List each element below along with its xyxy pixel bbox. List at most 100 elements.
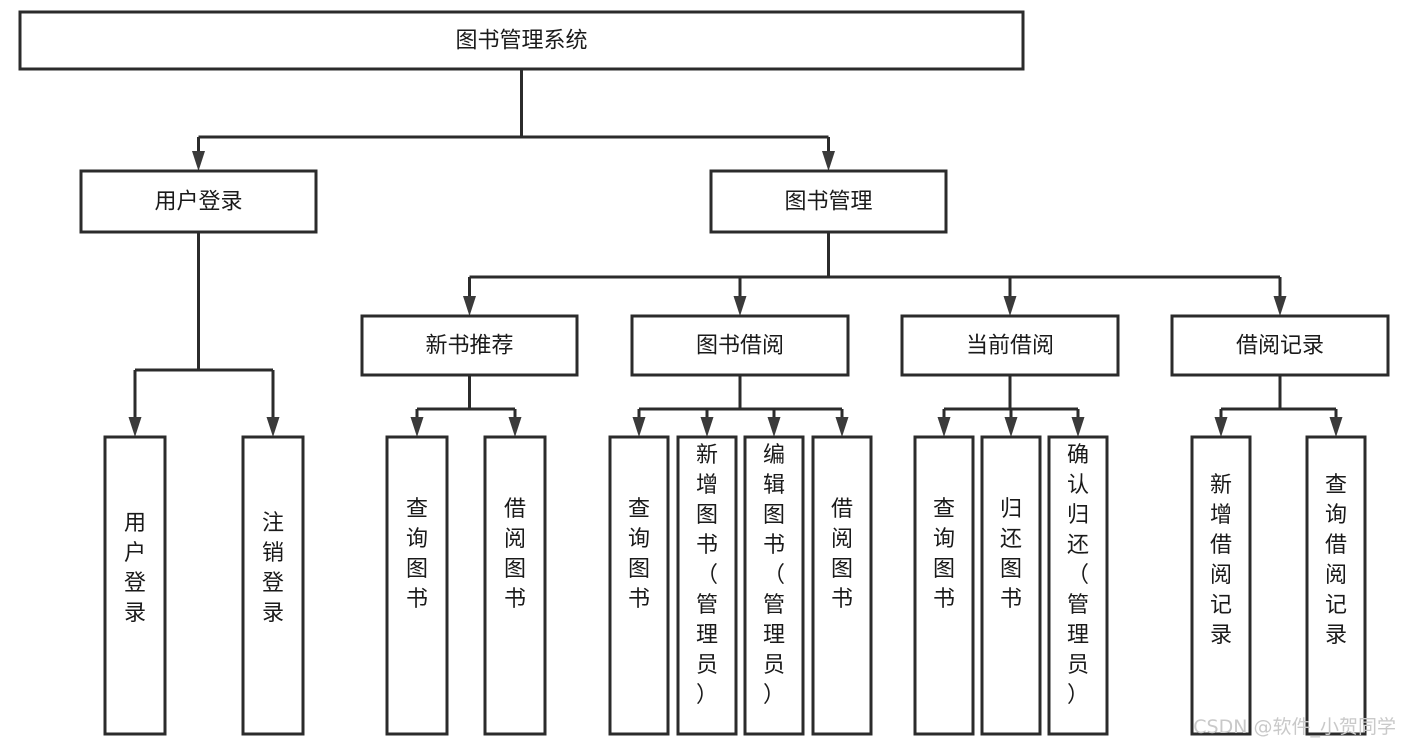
node-box-leaf-query-book-1 — [385, 435, 449, 736]
node-label-leaf-return-book-char-2: 图 — [1000, 557, 1022, 582]
node-box-user-login — [79, 169, 318, 234]
arrow-head-leaf-add-borrow-record — [1214, 417, 1228, 437]
node-label-leaf-borrow-book-1-char-0: 借 — [504, 497, 526, 522]
node-label-leaf-edit-book-admin-char-8: ） — [763, 683, 785, 708]
node-label-leaf-add-borrow-record-char-2: 借 — [1210, 533, 1232, 558]
node-label-leaf-query-book-1-char-0: 查 — [406, 497, 428, 522]
node-label-leaf-user-login-char-3: 录 — [124, 601, 146, 626]
arrow-head-leaf-add-book-admin — [700, 417, 714, 437]
node-label-leaf-return-book-char-1: 还 — [1000, 527, 1022, 552]
node-label-leaf-edit-book-admin-char-3: 书 — [763, 533, 785, 558]
node-label-leaf-add-book-admin-char-6: 理 — [696, 623, 718, 648]
node-label-leaf-user-login-char-2: 登 — [124, 571, 146, 596]
node-root[interactable]: 图书管理系统 — [18, 10, 1025, 71]
node-book-borrow[interactable]: 图书借阅 — [630, 314, 850, 377]
arrow-head-leaf-query-book-2 — [632, 417, 646, 437]
node-box-leaf-borrow-book-1 — [483, 435, 547, 736]
node-label-leaf-confirm-return-admin-char-2: 归 — [1067, 503, 1089, 528]
node-user-login[interactable]: 用户登录 — [79, 169, 318, 234]
node-label-leaf-borrow-book-1-char-3: 书 — [504, 587, 526, 612]
node-label-leaf-query-book-1-char-1: 询 — [406, 527, 428, 552]
arrow-head-leaf-return-book — [1004, 417, 1018, 437]
node-label-leaf-add-borrow-record-char-5: 录 — [1210, 623, 1232, 648]
node-label-leaf-borrow-book-2-char-1: 阅 — [831, 527, 853, 552]
node-label-user-login: 用户登录 — [154, 190, 242, 215]
arrow-head-leaf-logout — [266, 417, 280, 437]
node-box-book-borrow — [630, 314, 850, 377]
node-box-leaf-confirm-return-admin — [1047, 435, 1109, 736]
node-label-leaf-add-book-admin-char-7: 员 — [696, 653, 718, 678]
node-label-leaf-query-book-1-char-3: 书 — [406, 587, 428, 612]
node-label-leaf-confirm-return-admin-char-5: 管 — [1067, 593, 1089, 618]
node-box-leaf-return-book — [980, 435, 1042, 736]
node-label-leaf-query-book-2-char-2: 图 — [628, 557, 650, 582]
node-book-management[interactable]: 图书管理 — [709, 169, 948, 234]
node-label-leaf-add-book-admin-char-5: 管 — [696, 593, 718, 618]
node-label-leaf-edit-book-admin-char-6: 理 — [763, 623, 785, 648]
node-label-leaf-add-borrow-record-char-4: 记 — [1210, 593, 1232, 618]
node-label-leaf-logout-char-0: 注 — [262, 511, 284, 536]
node-box-leaf-query-book-2 — [608, 435, 670, 736]
node-label-leaf-add-book-admin-char-8: ） — [696, 683, 718, 708]
node-label-leaf-query-book-2-char-3: 书 — [628, 587, 650, 612]
node-label-leaf-confirm-return-admin-char-8: ） — [1067, 683, 1089, 708]
node-box-leaf-add-borrow-record — [1190, 435, 1252, 736]
node-label-leaf-add-borrow-record-char-0: 新 — [1210, 473, 1232, 498]
node-label-leaf-query-book-3-char-2: 图 — [933, 557, 955, 582]
node-label-leaf-edit-book-admin-char-1: 辑 — [763, 473, 785, 498]
node-label-leaf-confirm-return-admin-char-4: （ — [1067, 563, 1089, 588]
arrow-head-new-book-recommend — [463, 296, 476, 316]
arrow-head-current-borrow — [1003, 296, 1017, 316]
node-label-leaf-query-borrow-record-char-0: 查 — [1325, 473, 1347, 498]
node-label-current-borrow: 当前借阅 — [966, 334, 1054, 359]
node-label-leaf-query-borrow-record-char-5: 录 — [1325, 623, 1347, 648]
node-new-book-recommend[interactable]: 新书推荐 — [360, 314, 579, 377]
node-box-current-borrow — [900, 314, 1120, 377]
node-box-leaf-logout — [241, 435, 305, 736]
node-label-leaf-query-borrow-record-char-1: 询 — [1325, 503, 1347, 528]
node-label-leaf-edit-book-admin-char-4: （ — [763, 563, 785, 588]
node-label-leaf-add-book-admin-char-0: 新 — [696, 443, 718, 468]
node-label-leaf-query-book-3-char-3: 书 — [933, 587, 955, 612]
node-label-leaf-add-book-admin-char-3: 书 — [696, 533, 718, 558]
arrow-head-leaf-confirm-return-admin — [1071, 417, 1085, 437]
node-label-leaf-borrow-book-1-char-1: 阅 — [504, 527, 526, 552]
node-label-leaf-add-borrow-record-char-3: 阅 — [1210, 563, 1232, 588]
node-borrow-record[interactable]: 借阅记录 — [1170, 314, 1390, 377]
csdn-watermark: CSDN @软件_小贺同学 — [1193, 716, 1396, 738]
node-label-leaf-confirm-return-admin-char-0: 确 — [1067, 443, 1089, 468]
node-box-leaf-user-login — [103, 435, 167, 736]
node-label-leaf-confirm-return-admin-char-1: 认 — [1067, 473, 1089, 498]
node-label-leaf-logout-char-3: 录 — [262, 601, 284, 626]
node-label-leaf-confirm-return-admin-char-7: 员 — [1067, 653, 1089, 678]
node-box-leaf-add-book-admin — [676, 435, 738, 736]
node-label-leaf-confirm-return-admin-char-3: 还 — [1067, 533, 1089, 558]
node-box-new-book-recommend — [360, 314, 579, 377]
node-leaf-user-login[interactable]: 用户登录 — [103, 435, 167, 736]
node-label-leaf-edit-book-admin-char-2: 图 — [763, 503, 785, 528]
node-label-root: 图书管理系统 — [455, 29, 587, 54]
node-label-leaf-query-borrow-record-char-2: 借 — [1325, 533, 1347, 558]
node-current-borrow[interactable]: 当前借阅 — [900, 314, 1120, 377]
node-label-book-borrow: 图书借阅 — [696, 334, 784, 359]
arrow-head-leaf-borrow-book-1 — [508, 417, 522, 437]
node-box-borrow-record — [1170, 314, 1390, 377]
arrow-head-leaf-query-book-3 — [937, 417, 951, 437]
node-box-leaf-edit-book-admin — [743, 435, 805, 736]
node-label-leaf-edit-book-admin-char-0: 编 — [763, 443, 785, 468]
arrow-head-leaf-borrow-book-2 — [835, 417, 849, 437]
node-label-leaf-borrow-book-2-char-3: 书 — [831, 587, 853, 612]
node-label-leaf-borrow-book-2-char-0: 借 — [831, 497, 853, 522]
